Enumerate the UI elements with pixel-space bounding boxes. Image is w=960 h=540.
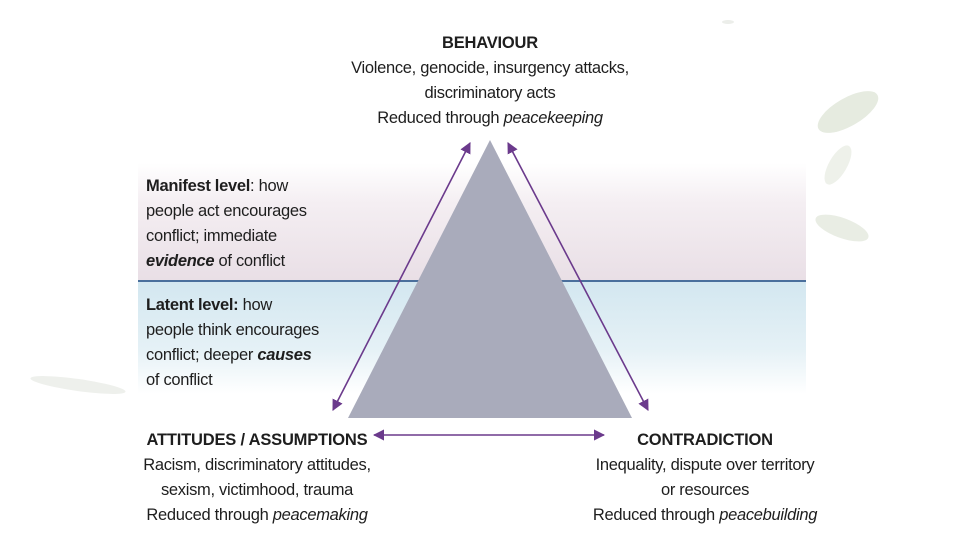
latent-line-3: conflict; deeper causes <box>146 343 346 368</box>
attitudes-reduced-through: Reduced through peacemaking <box>112 503 402 528</box>
triangle-shape <box>348 140 632 418</box>
arrow-left-edge <box>332 142 471 411</box>
manifest-label: Manifest level <box>146 177 251 195</box>
latent-level-text: Latent level: how people think encourage… <box>146 293 346 393</box>
behaviour-reduce-prefix: Reduced through <box>377 109 504 127</box>
behaviour-reduced-through: Reduced through peacekeeping <box>300 106 680 131</box>
latent-line-3-pre: conflict; deeper <box>146 346 258 364</box>
manifest-line-4-rest: of conflict <box>214 252 286 270</box>
behaviour-block: BEHAVIOUR Violence, genocide, insurgency… <box>300 31 680 131</box>
manifest-level-text: Manifest level: how people act encourage… <box>146 174 346 274</box>
attitudes-block: ATTITUDES / ASSUMPTIONS Racism, discrimi… <box>112 428 402 528</box>
contradiction-reduce-term: peacebuilding <box>719 506 818 524</box>
contradiction-title: CONTRADICTION <box>637 431 773 449</box>
attitudes-title: ATTITUDES / ASSUMPTIONS <box>146 431 368 449</box>
attitudes-reduce-term: peacemaking <box>272 506 368 524</box>
latent-label-rest: how <box>238 296 273 314</box>
latent-line-4: of conflict <box>146 371 213 389</box>
behaviour-reduce-term: peacekeeping <box>503 109 603 127</box>
attitudes-line-1: Racism, discriminatory attitudes, <box>143 456 371 474</box>
behaviour-line-2: discriminatory acts <box>424 84 556 102</box>
arrow-right-edge <box>507 142 649 411</box>
latent-emphasis: causes <box>257 346 312 364</box>
latent-label: Latent level: <box>146 296 239 314</box>
contradiction-line-1: Inequality, dispute over territory <box>595 456 815 474</box>
contradiction-reduce-prefix: Reduced through <box>592 506 720 524</box>
behaviour-line-1: Violence, genocide, insurgency attacks, <box>351 59 629 77</box>
attitudes-reduce-prefix: Reduced through <box>146 506 273 524</box>
behaviour-title: BEHAVIOUR <box>442 34 538 52</box>
latent-line-1: Latent level: how <box>146 293 346 318</box>
contradiction-block: CONTRADICTION Inequality, dispute over t… <box>560 428 850 528</box>
contradiction-reduced-through: Reduced through peacebuilding <box>560 503 850 528</box>
manifest-line-2: people act encourages <box>146 202 307 220</box>
latent-line-2: people think encourages <box>146 321 319 339</box>
manifest-line-4: evidence of conflict <box>146 249 346 274</box>
manifest-label-rest: : how <box>250 177 288 195</box>
attitudes-line-2: sexism, victimhood, trauma <box>160 481 354 499</box>
manifest-line-3: conflict; immediate <box>146 227 277 245</box>
manifest-line-1: Manifest level: how <box>146 174 346 199</box>
contradiction-line-2: or resources <box>660 481 750 499</box>
manifest-emphasis: evidence <box>146 252 215 270</box>
